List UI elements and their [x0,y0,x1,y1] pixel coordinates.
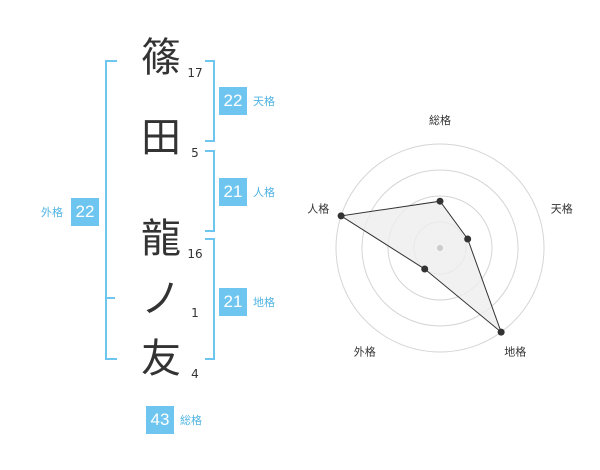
radar-grid-ring [335,143,545,353]
jinkaku-value-badge: 21 [219,178,247,206]
radar-center-dot [437,245,443,251]
name-char-2: 田 [141,115,181,161]
chikaku-value-badge: 21 [219,288,247,316]
name-char-3: 龍 [141,216,181,262]
radar-point-5 [337,212,345,220]
radar-grid-ring [361,169,519,327]
name-char-1: 篠 [141,35,181,81]
stroke-count-1: 17 [187,66,203,80]
chikaku-bracket [205,238,215,360]
radar-axis-label-4: 外格 [354,345,376,359]
chikaku-label: 地格 [253,296,275,309]
soukaku-value-badge: 43 [146,406,174,434]
tenkaku-label: 天格 [253,95,275,108]
soukaku-label: 総格 [180,414,202,427]
stroke-count-2: 5 [191,146,199,160]
gaikaku-value-badge: 22 [71,198,99,226]
stroke-count-4: 1 [191,306,199,320]
radar-axis-label-5: 人格 [307,201,329,215]
tenkaku-bracket [205,60,215,142]
radar-axis-label-3: 地格 [504,345,526,359]
jinkaku-label: 人格 [253,186,275,199]
radar-axis-label-2: 天格 [551,201,573,215]
radar-grid-ring [387,195,493,301]
gaikaku-bracket-divider [105,297,115,299]
stroke-count-5: 4 [191,367,199,381]
jinkaku-bracket [205,150,215,232]
radar-point-3 [497,328,505,336]
radar-axis-label-1: 総格 [429,113,451,127]
name-char-5: 友 [141,336,181,382]
stroke-count-3: 16 [187,247,203,261]
tenkaku-value-badge: 22 [219,87,247,115]
gaikaku-bracket [105,60,117,360]
gaikaku-label: 外格 [41,206,63,219]
name-char-4: ノ [141,276,181,322]
radar-series-polygon [339,200,503,334]
radar-point-2 [464,235,472,243]
radar-point-1 [436,197,444,205]
radar-point-4 [421,265,429,273]
